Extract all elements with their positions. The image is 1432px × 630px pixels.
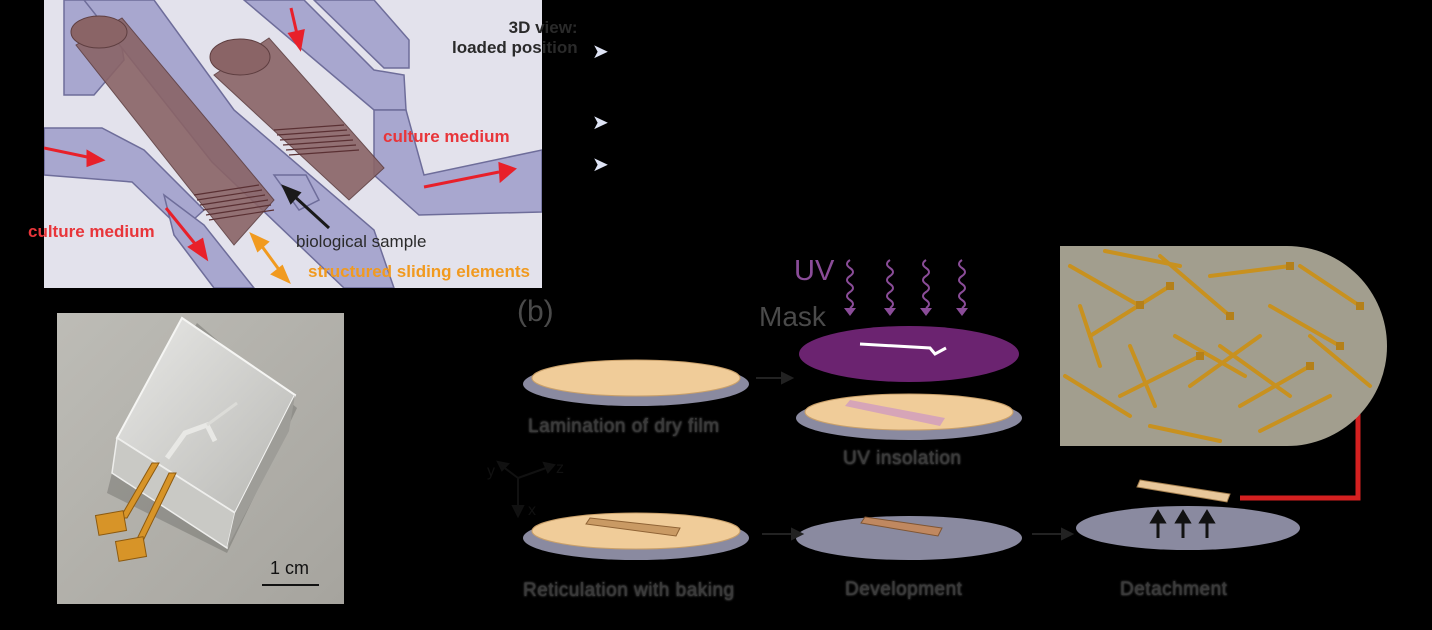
channel-3d-view — [44, 0, 542, 288]
structured-sliding-elements-label: structured sliding elements — [308, 262, 530, 281]
panel-b-label: (b) — [517, 295, 554, 328]
axis-y-label: y — [487, 463, 495, 480]
device-photo: 1 cm — [57, 313, 344, 604]
view-title-line2: loaded position — [452, 38, 578, 57]
fabricated-parts-illustration — [1060, 246, 1387, 446]
step-lamination-label: Lamination of dry film — [528, 416, 720, 437]
step-reticulation-label: Reticulation with baking — [523, 580, 735, 601]
bullet-icon: ➤ — [592, 41, 609, 63]
fabricated-parts-photo — [1060, 246, 1387, 446]
view-title: 3D view: loaded position — [452, 18, 578, 58]
bullet-icon: ➤ — [592, 112, 609, 134]
scale-bar-label: 1 cm — [270, 558, 310, 578]
biological-sample-label: biological sample — [296, 232, 427, 251]
axis-z-label: z — [556, 460, 564, 477]
device-photo-illustration — [57, 313, 344, 604]
step-detachment-label: Detachment — [1120, 579, 1228, 600]
axis-x-label: x — [528, 502, 536, 519]
process-diagram — [496, 259, 1370, 560]
channel-3d-illustration — [44, 0, 542, 288]
culture-medium-left-label: culture medium — [28, 222, 155, 241]
bullet-icon: ➤ — [592, 154, 609, 176]
mask-label: Mask — [759, 301, 826, 332]
view-title-line1: 3D view: — [508, 18, 578, 37]
step-development-label: Development — [845, 579, 963, 600]
step-insolation-label: UV insolation — [843, 448, 962, 469]
uv-label: UV — [794, 255, 835, 287]
culture-medium-top-label: culture medium — [383, 127, 510, 146]
